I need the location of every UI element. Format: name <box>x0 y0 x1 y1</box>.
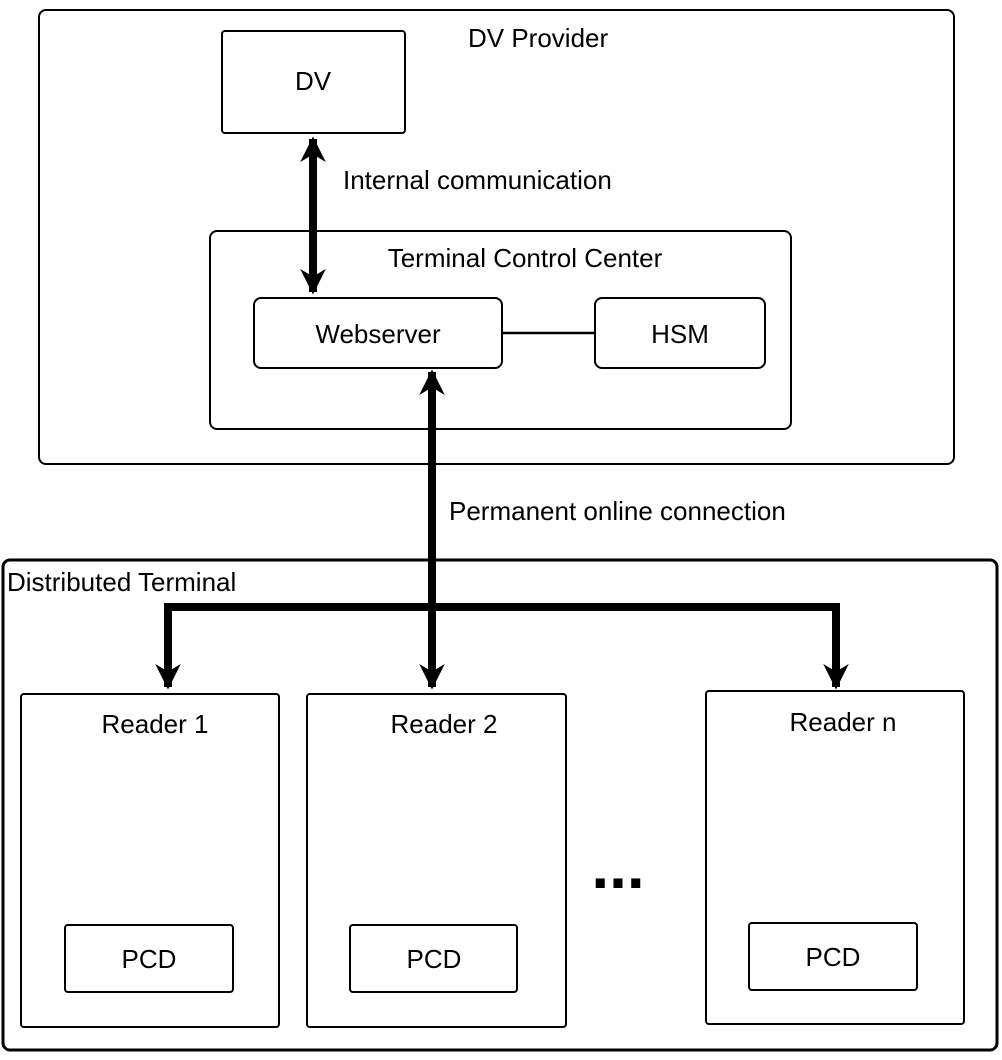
dv-label: DV <box>295 66 332 96</box>
webserver-label: Webserver <box>315 319 441 349</box>
reader-n-pcd-box <box>748 922 918 991</box>
reader-1-pcd-box <box>64 924 234 993</box>
distributed-terminal-title: Distributed Terminal <box>7 567 236 597</box>
more-readers-ellipsis: ... <box>591 830 644 902</box>
dv-provider-title: DV Provider <box>468 23 608 53</box>
hsm-label: HSM <box>651 319 709 349</box>
reader-2-label: Reader 2 <box>391 709 498 739</box>
reader-n-label: Reader n <box>790 707 897 737</box>
reader-1-label: Reader 1 <box>102 709 209 739</box>
dv-box <box>221 30 406 134</box>
terminal-control-center-title: Terminal Control Center <box>388 243 663 273</box>
reader-1-pcd-label: PCD <box>122 944 177 974</box>
reader-n-pcd-label: PCD <box>806 942 861 972</box>
permanent-connection-label: Permanent online connection <box>449 496 786 526</box>
internal-communication-label: Internal communication <box>343 165 612 195</box>
distribution-bus-arrow <box>155 603 849 690</box>
reader-2-pcd-label: PCD <box>407 944 462 974</box>
reader-2-pcd-box <box>349 924 518 993</box>
